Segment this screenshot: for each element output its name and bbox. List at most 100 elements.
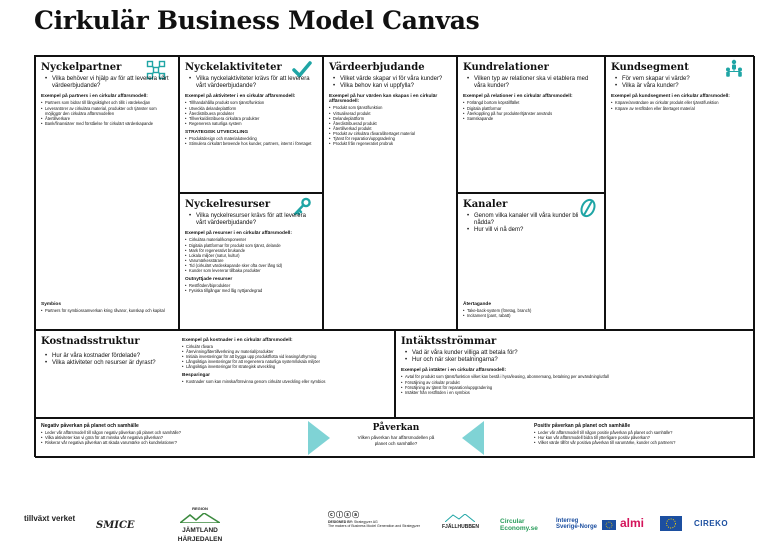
question-list: Vilka nyckelresurser krävs för att lever… — [189, 213, 317, 227]
cell-heading: Kanaler — [463, 199, 508, 210]
cell-impact-row[interactable]: Negativ påverkan på planet och samhälle … — [35, 418, 755, 458]
list-item: Långsiktiga investeringar för strategisk… — [182, 364, 392, 369]
list-item: Digitala plattformar — [463, 106, 599, 111]
list-item: Återtillverkad produkt — [329, 126, 451, 131]
cell-heading: Värdeerbjudande — [329, 62, 425, 73]
question: Hur är våra kostnader fördelade? — [45, 353, 175, 360]
logo-region-jh[interactable]: REGION JÄMTLAND HÄRJEDALEN — [160, 504, 240, 544]
example-list: Förlängd bortom köpstillfället Digitala … — [463, 100, 599, 120]
list-item: Återdistribuerad produkt — [329, 121, 451, 126]
list-item: Bank/finansiärer med förståelse för cirk… — [41, 121, 173, 126]
question: För vem skapar vi värde? — [615, 76, 749, 83]
canvas-grid: Nyckelpartner Vilka behöver vi hjälp av … — [34, 55, 755, 458]
designer-credit: The makers of Business Model Generation … — [328, 524, 421, 528]
logo-almi[interactable]: almi — [620, 516, 644, 530]
savings-list: Kostnader som kan minska/försvinna genom… — [182, 379, 392, 384]
list-item: Förlängd bortom köpstillfället — [463, 100, 599, 105]
list-item: Delandeplattform — [329, 116, 451, 121]
logo-text: Interreg Sverige-Norge — [556, 518, 598, 530]
cell-nyckelpartner[interactable]: Nyckelpartner Vilka behöver vi hjälp av … — [35, 56, 179, 330]
list-item: Digitala plattformar för produkt som tjä… — [185, 243, 317, 248]
logo-text: almi — [620, 516, 645, 530]
list-item: Cirkulära material/komponenter — [185, 237, 317, 242]
example-heading: Exempel på relationer i en cirkulär affä… — [463, 94, 573, 100]
takeback-list: Take-back-system (företag, branch) Incit… — [463, 308, 601, 318]
list-item: Produkt av cirkulära råvara/återtaget ma… — [329, 131, 451, 136]
cell-kanaler[interactable]: Kanaler Genom vilka kanaler vill våra ku… — [457, 193, 605, 330]
license-icons: ⓒⓘⓢⓐ — [328, 512, 360, 519]
list-item: Återkoppling på hur produkter/tjänster a… — [463, 111, 599, 116]
cell-kostnadsstruktur[interactable]: Kostnadsstruktur Hur är våra kostnader f… — [35, 330, 395, 418]
example-heading: Exempel på kostnader i en cirkulär affär… — [182, 338, 293, 343]
example-list: Avtal för produkt som tjänst/funktion vi… — [401, 374, 749, 394]
takeback-heading: Återtagande — [463, 302, 491, 307]
list-item: Partners för symbiossamverkan kring råva… — [41, 308, 175, 313]
list-item: Riskerar vår negativa påverkan att skada… — [41, 440, 301, 445]
cell-vardeerbjudande[interactable]: Värdeerbjudande Vilket värde skapar vi f… — [323, 56, 457, 330]
list-item: Återtillverkare — [41, 116, 173, 121]
question: Hur vill vi nå dem? — [467, 227, 599, 234]
cell-nyckelaktiviteter[interactable]: Nyckelaktiviteter Vilka nyckelaktivitete… — [179, 56, 323, 193]
list-item: Stimulera cirkulärt beteende hos kunder,… — [185, 141, 317, 146]
list-item: Mark för regenerativt brukande — [185, 248, 317, 253]
mountain-icon — [445, 513, 476, 523]
unused-resources-heading: Outnyttjade resurser — [185, 277, 233, 283]
cell-nyckelresurser[interactable]: Nyckelresurser Vilka nyckelresurser kräv… — [179, 193, 323, 330]
symbios-list: Partners för symbiossamverkan kring råva… — [41, 308, 175, 313]
cell-heading: Nyckelresurser — [185, 199, 271, 210]
logo-interreg[interactable]: Interreg Sverige-Norge — [556, 518, 602, 530]
example-heading: Exempel på aktiviteter i en cirkulär aff… — [185, 94, 296, 100]
question: Vilka behöver vi hjälp av för att levere… — [45, 76, 173, 90]
logo-strategyzer[interactable]: ⓒⓘⓢⓐ DESIGNED BY: Strategyzer AG The mak… — [328, 510, 438, 528]
designer-name: Strategyzer AG — [354, 520, 378, 524]
cell-kundrelationer[interactable]: Kundrelationer Vilken typ av relationer … — [457, 56, 605, 193]
logo-fjallhubben[interactable]: FJÄLLHUBBEN — [442, 513, 479, 530]
logo-smice[interactable]: SMICE — [96, 520, 135, 531]
question-list: Vilka nyckelaktiviteter krävs för att le… — [189, 76, 317, 90]
list-item: Försäljning av cirkulär produkt — [401, 380, 749, 385]
question: Vilka nyckelaktiviteter krävs för att le… — [189, 76, 317, 90]
list-item: Initiala investeringar för att bygga upp… — [182, 354, 392, 359]
cell-kundsegment[interactable]: Kundsegment För vem skapar vi värde? Vil… — [605, 56, 755, 330]
strategy-heading: STRATEGISK UTVECKLING — [185, 129, 249, 135]
example-list: Cirkulära material/komponenter Digitala … — [185, 237, 317, 273]
list-item: Produkt som tjänst/funktion — [329, 105, 451, 110]
list-item: Tid (cirkulärt värdeskapande sker ofta ö… — [185, 263, 317, 268]
unused-resources-list: Restflöden/biprodukter Fysiska tillgånga… — [185, 283, 317, 293]
logo-circular-economy[interactable]: Circular Economy.se — [500, 518, 550, 532]
list-item: Fysiska tillgångar med låg nyttjandegrad — [185, 288, 317, 293]
logo-text: FJÄLLHUBBEN — [442, 524, 479, 530]
list-item: Leder vår affärsmodell till någon positi… — [534, 430, 752, 435]
logo-text: tillväxt verket — [24, 514, 76, 523]
cell-heading: Nyckelpartner — [41, 62, 122, 73]
list-item: Produktdesign och materialutveckling — [185, 136, 317, 141]
impact-text: Vilken påverkan har affärsmodellen på pl… — [357, 435, 435, 446]
list-item: Långsiktiga investeringar för att regene… — [182, 359, 392, 364]
arrow-left-icon — [308, 421, 330, 455]
cell-intakter[interactable]: Intäktsströmmar Vad är våra kunder villi… — [395, 330, 755, 418]
list-item: Kostnader som kan minska/försvinna genom… — [182, 379, 392, 384]
question: Vilka aktiviteter och resurser är dyrast… — [45, 360, 175, 367]
logo-text: CIREKO — [694, 519, 729, 528]
negative-impact-list: Leder vår affärsmodell till någon negati… — [41, 430, 301, 445]
example-heading: Exempel på intäkter i en cirkulär affärs… — [401, 368, 507, 374]
question-list: Hur är våra kostnader fördelade? Vilka a… — [45, 353, 175, 368]
logo-tillvaxtverket[interactable]: tillväxt verket — [24, 514, 84, 523]
people-icon — [726, 59, 742, 77]
question: Vilka behov kan vi uppfylla? — [333, 83, 451, 90]
positive-impact-list: Leder vår affärsmodell till någon positi… — [534, 430, 752, 445]
eu-flag-icon — [602, 520, 616, 530]
cell-heading: Intäktsströmmar — [401, 336, 497, 347]
question: Vilken typ av relationer ska vi etablera… — [467, 76, 599, 90]
cell-heading: Kostnadsstruktur — [41, 336, 140, 347]
list-item: Leverantörer av cirkulära material, prod… — [41, 106, 173, 116]
list-item: Köpare/användare av cirkulär produkt ell… — [611, 100, 749, 105]
list-item: Regenerera naturliga system — [185, 121, 317, 126]
list-item: Försäljning av tjänst för reparation/upp… — [401, 385, 749, 390]
cell-heading: Nyckelaktiviteter — [185, 62, 282, 73]
list-item: Varumärkesstärare — [185, 258, 317, 263]
question-list: För vem skapar vi värde? Vilka är våra k… — [615, 76, 749, 91]
list-item: Kunder som levererar tillbaka produkter — [185, 268, 317, 273]
list-item: Lokala miljöer (natur, kultur) — [185, 253, 317, 258]
logo-cireko[interactable]: CIREKO — [694, 519, 728, 528]
